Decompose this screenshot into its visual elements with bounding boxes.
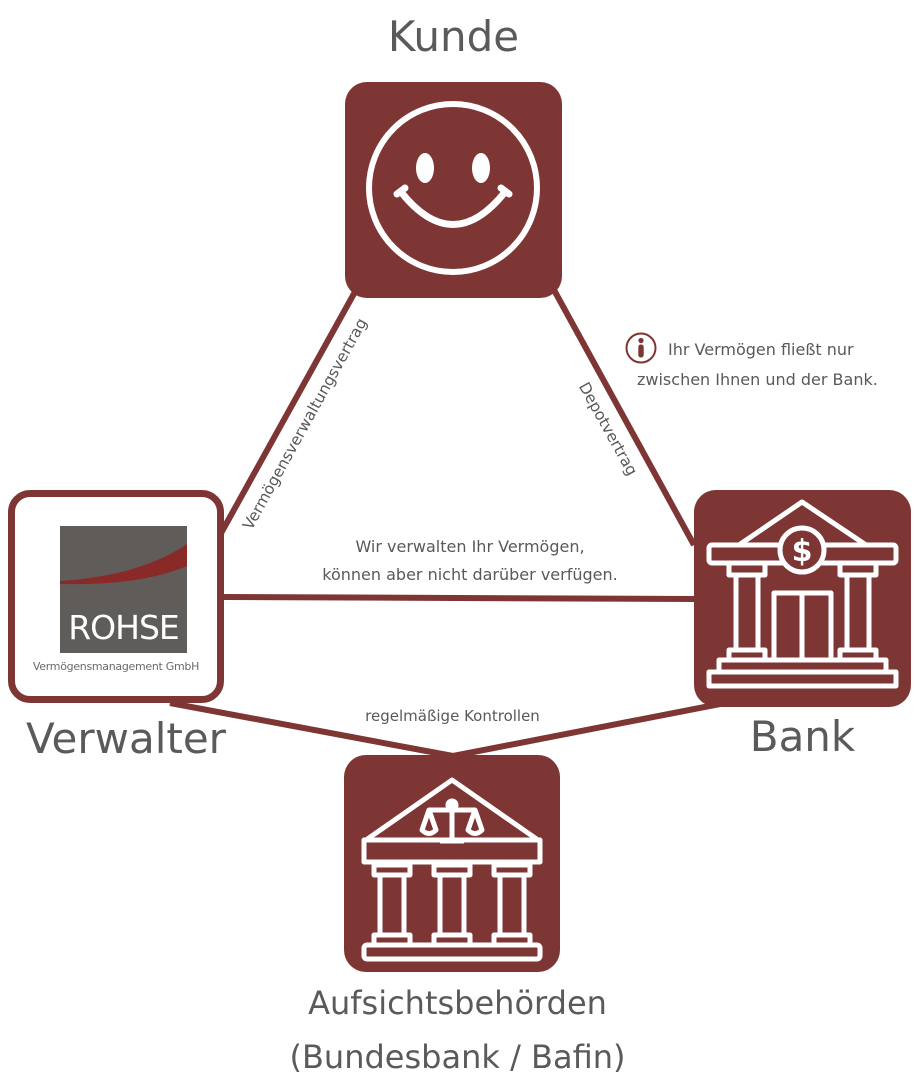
- info-note-line1: Ihr Vermögen fließt nur: [668, 340, 854, 359]
- edge-label-verwalten-line1: Wir verwalten Ihr Vermögen,: [355, 537, 585, 556]
- edge-bank-aufsicht: [452, 701, 721, 759]
- svg-text:$: $: [792, 534, 813, 569]
- edge-label-verwalten-line2: können aber nicht darüber verfügen.: [322, 565, 618, 584]
- aufsicht-label-line2: (Bundesbank / Bafin): [289, 1038, 626, 1076]
- bank-building-dollar-icon: $: [706, 499, 899, 689]
- verwalter-label: Verwalter: [26, 714, 226, 763]
- aufsicht-node[interactable]: [344, 755, 560, 972]
- edge-kunde-bank: [551, 288, 697, 547]
- bank-node[interactable]: $: [694, 490, 911, 707]
- logo-name: ROHSE: [68, 608, 180, 647]
- aufsicht-label-line1: Aufsichtsbehörden: [308, 984, 607, 1022]
- kunde-node[interactable]: [345, 82, 562, 298]
- info-icon: [625, 332, 657, 364]
- kunde-label: Kunde: [387, 12, 520, 61]
- rohse-logo: ROHSE: [60, 526, 187, 653]
- info-note-line2: zwischen Ihnen und der Bank.: [637, 370, 878, 389]
- verwalter-node[interactable]: ROHSE Vermögensmanagement GmbH: [8, 490, 224, 703]
- edge-label-kontrollen: regelmäßige Kontrollen: [365, 707, 540, 725]
- edge-kunde-verwalter: [217, 288, 359, 537]
- bank-label: Bank: [749, 712, 856, 761]
- edge-verwalter-aufsicht: [169, 700, 454, 759]
- edge-verwalter-bank: [223, 594, 697, 602]
- smiley-face-icon: [366, 101, 540, 275]
- logo-subtitle: Vermögensmanagement GmbH: [32, 660, 200, 673]
- courthouse-scales-icon: [361, 777, 543, 962]
